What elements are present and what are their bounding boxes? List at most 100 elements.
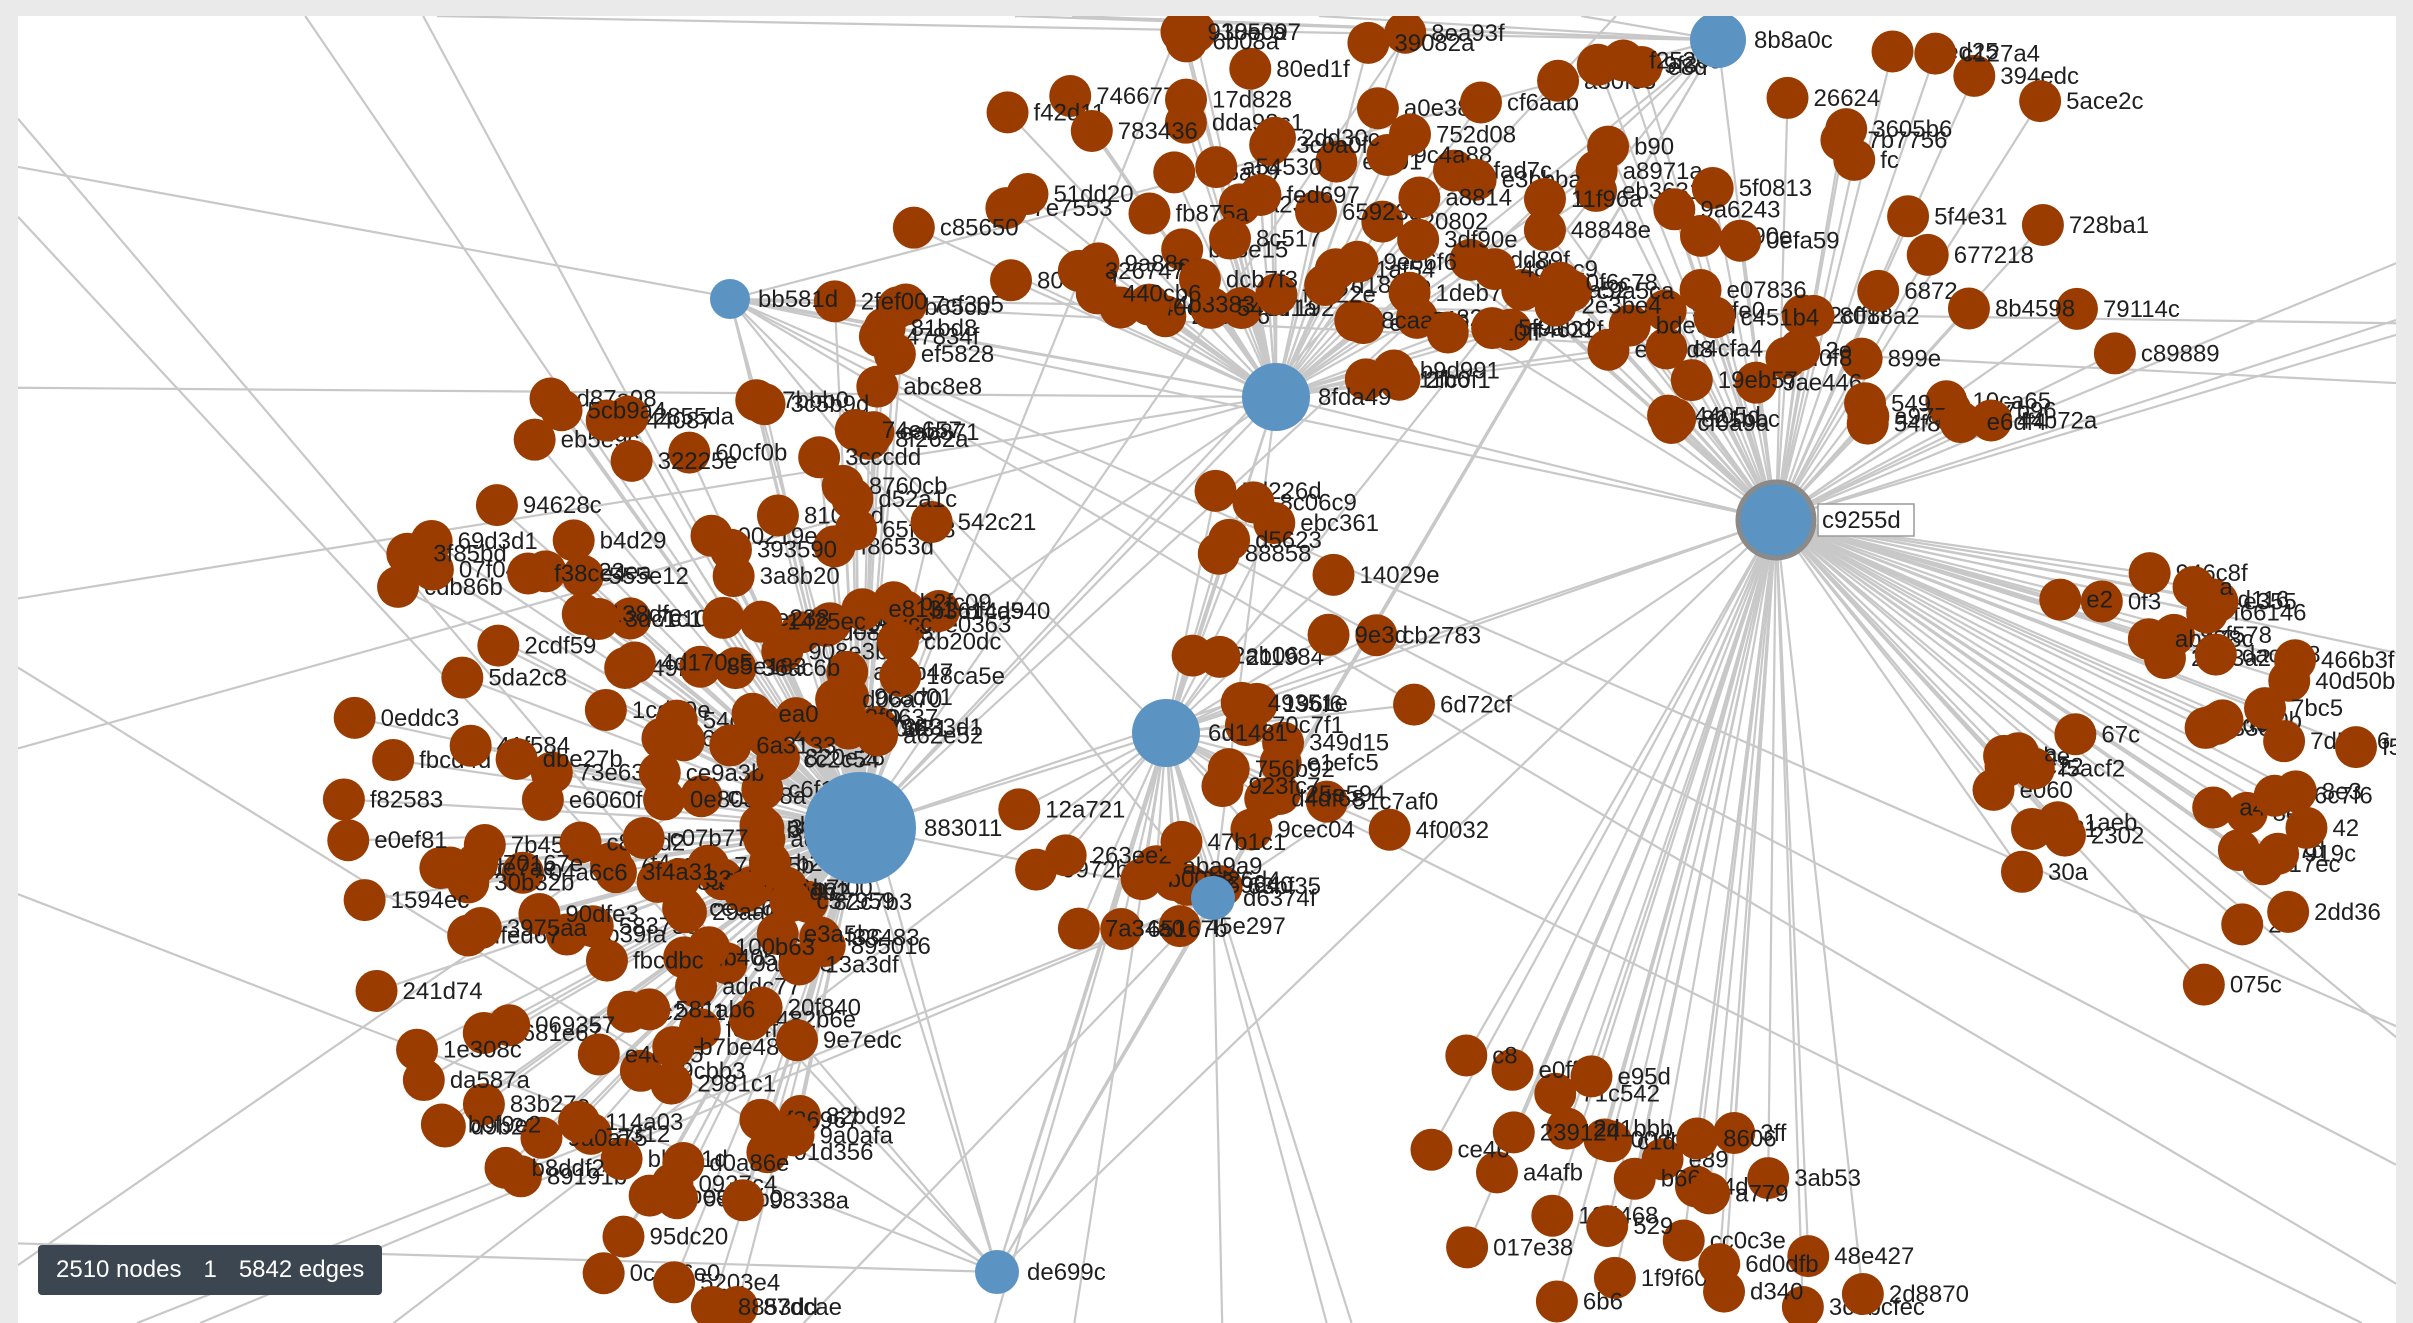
leaf-node-circle[interactable] xyxy=(1713,1111,1756,1154)
leaf-node-circle[interactable] xyxy=(679,645,722,688)
leaf-node-circle[interactable] xyxy=(571,905,614,948)
leaf-node-circle[interactable] xyxy=(420,1103,463,1146)
leaf-node-circle[interactable] xyxy=(1475,1151,1518,1194)
graph-node[interactable]: c89889 xyxy=(2093,332,2220,375)
graph-node[interactable]: 85e183 xyxy=(679,645,807,688)
leaf-node-circle[interactable] xyxy=(817,696,860,739)
graph-node[interactable]: 466b3f xyxy=(2274,639,2395,682)
leaf-node-circle[interactable] xyxy=(834,408,877,451)
leaf-node-circle[interactable] xyxy=(1523,178,1566,221)
leaf-node-circle[interactable] xyxy=(1230,808,1273,851)
leaf-node-circle[interactable] xyxy=(1535,1280,1578,1323)
leaf-node-circle[interactable] xyxy=(1531,1194,1574,1237)
leaf-node-circle[interactable] xyxy=(2019,80,2062,123)
graph-node[interactable]: 895016 xyxy=(803,924,931,967)
leaf-node-circle[interactable] xyxy=(892,206,935,249)
graph-node[interactable]: e1efc5 xyxy=(1259,741,1379,784)
graph-node[interactable]: abc8e8 xyxy=(856,365,982,408)
leaf-node-circle[interactable] xyxy=(1546,1107,1589,1150)
graph-node[interactable]: b9d991 xyxy=(1372,349,1500,392)
leaf-node-circle[interactable] xyxy=(1693,296,1736,339)
leaf-node-circle[interactable] xyxy=(714,647,757,690)
leaf-node-circle[interactable] xyxy=(1906,233,1949,276)
graph-node[interactable]: 7bc5 xyxy=(2244,687,2343,730)
graph-node[interactable]: 9e3d xyxy=(1307,613,1408,656)
graph-node[interactable]: 677218 xyxy=(1906,233,2034,276)
graph-node[interactable]: 2981c1 xyxy=(650,1062,776,1105)
graph-node[interactable]: 923fc7 xyxy=(1201,765,1321,808)
leaf-node-circle[interactable] xyxy=(322,778,365,821)
leaf-node-circle[interactable] xyxy=(1355,614,1398,657)
leaf-node-circle[interactable] xyxy=(856,714,899,757)
graph-node[interactable]: ce9a3b xyxy=(638,751,765,794)
leaf-node-circle[interactable] xyxy=(1953,54,1996,97)
leaf-node-circle[interactable] xyxy=(1691,166,1734,209)
graph-node[interactable]: 90dfe3 xyxy=(518,892,639,935)
leaf-node-circle[interactable] xyxy=(2080,580,2123,623)
graph-node[interactable]: 3df90e xyxy=(1397,218,1518,261)
graph-node[interactable]: cb2783 xyxy=(1355,614,1481,657)
leaf-node-circle[interactable] xyxy=(1538,261,1581,304)
leaf-node-circle[interactable] xyxy=(1198,635,1241,678)
graph-node[interactable]: 9a0afa xyxy=(772,1114,894,1157)
leaf-node-circle[interactable] xyxy=(2274,639,2317,682)
graph-node[interactable]: a xyxy=(1997,732,2058,775)
leaf-node-circle[interactable] xyxy=(622,817,665,860)
graph-node[interactable]: 6872 xyxy=(1857,269,1958,312)
leaf-node-circle[interactable] xyxy=(501,851,544,894)
leaf-node-circle[interactable] xyxy=(721,1179,764,1222)
graph-node[interactable]: 100b63 xyxy=(687,926,815,969)
graph-node[interactable]: 0f6c78 xyxy=(1538,261,1658,304)
leaf-node-circle[interactable] xyxy=(1253,116,1296,159)
leaf-node-circle[interactable] xyxy=(1970,399,2013,442)
leaf-node-circle[interactable] xyxy=(658,857,701,900)
leaf-node-circle[interactable] xyxy=(1397,218,1440,261)
graph-node[interactable]: 42 xyxy=(2285,806,2359,849)
graph-node[interactable]: 30b32b xyxy=(447,861,574,904)
leaf-node-circle[interactable] xyxy=(513,418,556,461)
leaf-node-circle[interactable] xyxy=(540,389,583,432)
leaf-node-circle[interactable] xyxy=(1840,337,1883,380)
graph-node[interactable]: b4d29 xyxy=(552,519,667,562)
leaf-node-circle[interactable] xyxy=(561,554,604,597)
graph-node[interactable]: 555e12 xyxy=(561,554,689,597)
leaf-node-circle[interactable] xyxy=(1312,553,1355,596)
graph-node[interactable]: 94628c xyxy=(475,484,602,527)
graph-node[interactable]: 4d170c5 xyxy=(613,641,753,684)
graph-node[interactable]: 04a6c6 xyxy=(501,851,628,894)
graph-node[interactable]: 11f96a xyxy=(1523,178,1643,221)
leaf-node-circle[interactable] xyxy=(1939,401,1982,444)
graph-node[interactable]: d0a86e xyxy=(662,1141,789,1184)
leaf-node-circle[interactable] xyxy=(2221,903,2264,946)
leaf-node-circle[interactable] xyxy=(559,821,602,864)
graph-node[interactable]: 8b4598 xyxy=(1947,287,2075,330)
leaf-node-circle[interactable] xyxy=(910,500,953,543)
graph-node[interactable]: 1594ec xyxy=(343,879,470,922)
leaf-node-circle[interactable] xyxy=(1703,1270,1746,1313)
leaf-node-circle[interactable] xyxy=(1334,299,1377,342)
leaf-node-circle[interactable] xyxy=(1259,741,1302,784)
leaf-node-circle[interactable] xyxy=(372,738,415,781)
leaf-node-circle[interactable] xyxy=(1792,294,1835,337)
graph-node[interactable]: 8606 xyxy=(1676,1117,1777,1160)
leaf-node-circle[interactable] xyxy=(1534,1072,1577,1115)
graph-node[interactable]: e0ef81 xyxy=(327,819,448,862)
leaf-node-circle[interactable] xyxy=(602,1215,645,1258)
leaf-node-circle[interactable] xyxy=(729,998,772,1041)
leaf-node-circle[interactable] xyxy=(1575,169,1618,212)
leaf-node-circle[interactable] xyxy=(1644,289,1687,332)
graph-node[interactable]: 239124 xyxy=(1492,1111,1620,1154)
leaf-node-circle[interactable] xyxy=(1253,502,1296,545)
graph-node[interactable]: 44b72a xyxy=(1970,399,2098,442)
leaf-node-circle[interactable] xyxy=(475,484,518,527)
graph-node[interactable]: 79114c xyxy=(2055,287,2180,330)
leaf-node-circle[interactable] xyxy=(1645,327,1688,370)
graph-node[interactable]: 3975aa xyxy=(459,907,588,950)
leaf-node-circle[interactable] xyxy=(609,597,652,640)
network-graph[interactable]: f334839a005efc2451a312d9b264119ced165ab3… xyxy=(18,16,2396,1323)
leaf-node-circle[interactable] xyxy=(776,1019,819,1062)
leaf-node-circle[interactable] xyxy=(1654,397,1697,440)
graph-node[interactable]: a xyxy=(2172,566,2234,609)
leaf-node-circle[interactable] xyxy=(740,600,783,643)
graph-node[interactable]: da587a xyxy=(402,1059,531,1102)
